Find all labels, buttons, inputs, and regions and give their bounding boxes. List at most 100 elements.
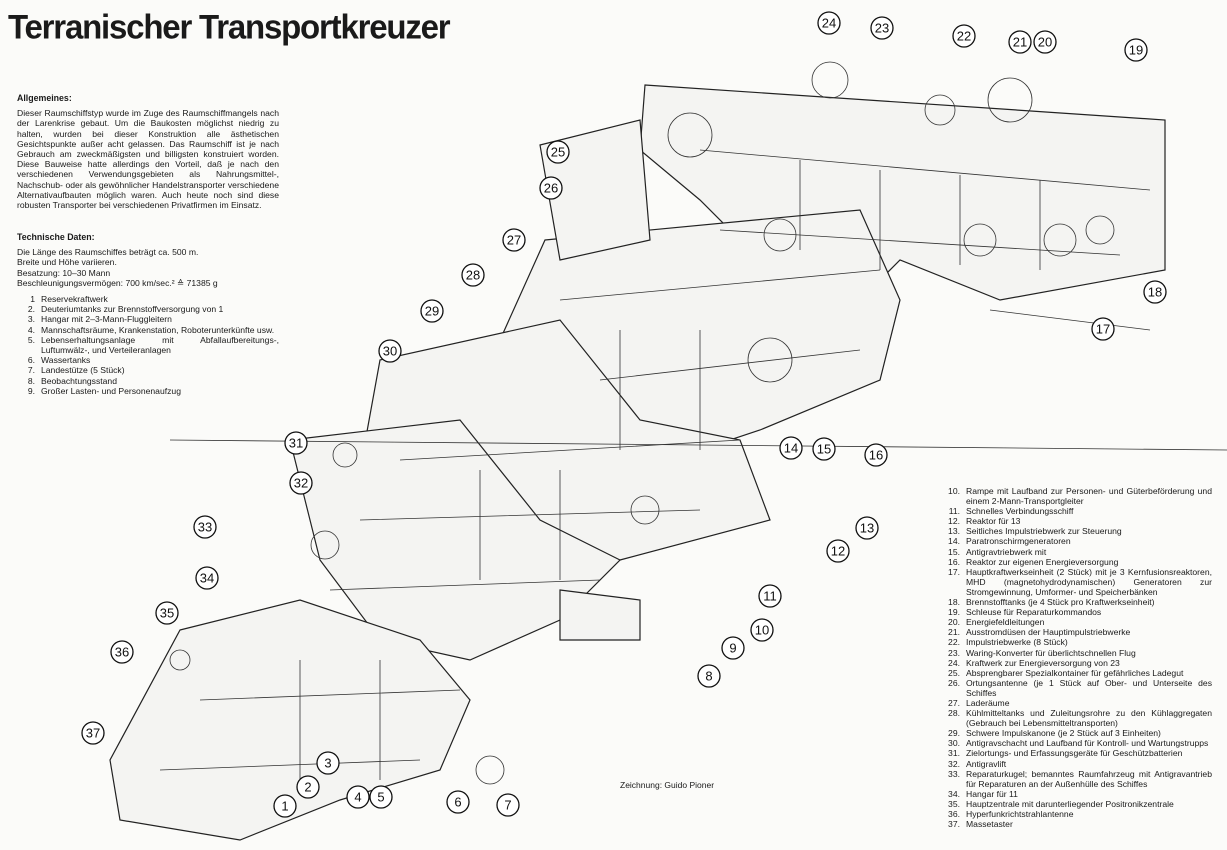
legend-item: 37.Massetaster	[940, 819, 1212, 829]
legend-number: 15.	[948, 546, 960, 557]
callout-5: 5	[369, 785, 393, 809]
callout-number: 30	[383, 344, 397, 359]
callout-number: 14	[784, 441, 798, 456]
tech-line: Besatzung: 10–30 Mann	[17, 267, 111, 278]
legend-item: 29. Schwere Impulskanone (je 2 Stück auf …	[940, 728, 1212, 738]
callout-number: 9	[729, 641, 736, 656]
callout-circle	[195, 566, 219, 590]
legend-number: 5.	[27, 334, 35, 345]
legend-number: 31.	[948, 748, 960, 759]
legend-number: 32.	[948, 758, 960, 769]
legend-text: Hangar für 11	[966, 788, 1018, 799]
legend-text: Rampe mit Laufband zur Personen- und Güt…	[966, 486, 1212, 507]
legend-item: 22.Impulstriebwerke (8 Stück)	[940, 637, 1212, 647]
page-title: Terranischer Transportkreuzer	[8, 7, 451, 46]
callout-6: 6	[446, 790, 470, 814]
callout-circle	[81, 721, 105, 745]
legend-item: 27.Laderäume	[940, 698, 1212, 708]
callout-number: 27	[507, 233, 521, 248]
callout-circle	[817, 11, 841, 35]
callout-circle	[758, 584, 782, 608]
callout-14: 14	[779, 436, 803, 460]
legend-number: 22.	[948, 637, 960, 648]
legend-text: Hauptzentrale mit darunterliegender Posi…	[966, 798, 1174, 809]
callout-circle	[864, 443, 888, 467]
callout-number: 6	[454, 795, 461, 810]
callout-number: 34	[200, 571, 214, 586]
callout-15: 15	[812, 437, 836, 461]
callout-3: 3	[316, 751, 340, 775]
callout-number: 11	[763, 589, 777, 604]
legend-number: 17.	[948, 566, 960, 577]
legend-text: Lebenserhaltungsanlage mit Abfallaufbere…	[41, 334, 279, 356]
legend-number: 9.	[27, 385, 35, 396]
legend-number: 14.	[948, 536, 960, 547]
legend-text: Seitliches Impulstriebwerk zur Steuerung	[966, 526, 1122, 537]
callout-36: 36	[110, 640, 134, 664]
legend-number: 19.	[948, 607, 960, 618]
callout-1: 1	[273, 794, 297, 818]
callout-number: 36	[115, 645, 129, 660]
legend-text: Schwere Impulskanone (je 2 Stück auf 3 E…	[966, 728, 1161, 739]
legend-text: Beobachtungsstand	[41, 375, 117, 386]
legend-text: Absprengbarer Spezialkontainer für gefäh…	[966, 667, 1184, 678]
callout-circle	[546, 140, 570, 164]
legend-list-right: 10.Rampe mit Laufband zur Personen- und …	[940, 486, 1212, 829]
legend-number: 36.	[948, 809, 960, 819]
callout-18: 18	[1143, 280, 1167, 304]
legend-text: Brennstofftanks (je 4 Stück pro Kraftwer…	[966, 597, 1155, 608]
legend-item: 18. Brennstofftanks (je 4 Stück pro Kraft…	[940, 597, 1212, 607]
legend-text: Paratronschirmgeneratoren	[966, 536, 1071, 547]
legend-item: 7.Landestütze (5 Stück)	[17, 365, 279, 375]
callout-33: 33	[193, 515, 217, 539]
legend-number: 37.	[948, 819, 960, 830]
legend-text: Zielortungs- und Erfassungsgeräte für Ge…	[966, 748, 1183, 759]
legend-number: 28.	[948, 708, 960, 719]
legend-number: 8.	[27, 375, 35, 386]
legend-number: 24.	[948, 657, 960, 668]
callout-17: 17	[1091, 317, 1115, 341]
legend-item: 3. Hangar mit 2–3-Mann-Fluggleitern	[17, 314, 279, 324]
legend-number: 6.	[27, 355, 35, 366]
legend-text: Hyperfunkrichtstrahlantenne	[966, 809, 1074, 819]
legend-number: 18.	[948, 597, 960, 608]
callout-22: 22	[952, 24, 976, 48]
legend-number: 2.	[27, 304, 35, 315]
legend-number: 1	[30, 294, 35, 305]
callout-circle	[155, 601, 179, 625]
callout-circle	[870, 16, 894, 40]
callout-24: 24	[817, 11, 841, 35]
legend-item: 34.Hangar für 11	[940, 789, 1212, 799]
legend-text: Schleuse für Reparaturkommandos	[966, 607, 1102, 618]
legend-text: Hangar mit 2–3-Mann-Fluggleitern	[41, 314, 172, 325]
callout-7: 7	[496, 793, 520, 817]
callout-number: 31	[289, 436, 303, 451]
callout-circle	[289, 471, 313, 495]
callout-circle	[496, 793, 520, 817]
callout-number: 33	[198, 520, 212, 535]
legend-number: 16.	[948, 556, 960, 567]
callout-27: 27	[502, 228, 526, 252]
callout-number: 26	[544, 181, 558, 196]
callout-number: 1	[281, 799, 288, 814]
legend-number: 3.	[27, 314, 35, 325]
legend-item: 19. Schleuse für Reparaturkommandos	[940, 607, 1212, 617]
callout-28: 28	[461, 263, 485, 287]
legend-number: 4.	[27, 324, 35, 335]
legend-item: 32.Antigravlift	[940, 759, 1212, 769]
legend-number: 29.	[948, 728, 960, 739]
tech-line: Die Länge des Raumschiffes beträgt ca. 5…	[17, 247, 199, 258]
legend-text: Reservekraftwerk	[41, 294, 108, 305]
callout-11: 11	[758, 584, 782, 608]
legend-item: 16.Reaktor zur eigenen Energieversorgung	[940, 557, 1212, 567]
general-section: Allgemeines: Dieser Raumschiffstyp wurde…	[17, 93, 279, 210]
callout-circle	[697, 664, 721, 688]
callout-30: 30	[378, 339, 402, 363]
legend-item: 9.Großer Lasten- und Personenaufzug	[17, 386, 279, 396]
legend-item: 8. Beobachtungsstand	[17, 376, 279, 386]
callout-number: 23	[875, 21, 889, 36]
legend-item: 33.Reparaturkugel; bemanntes Raumfahrzeu…	[940, 769, 1212, 789]
callout-circle	[1033, 30, 1057, 54]
